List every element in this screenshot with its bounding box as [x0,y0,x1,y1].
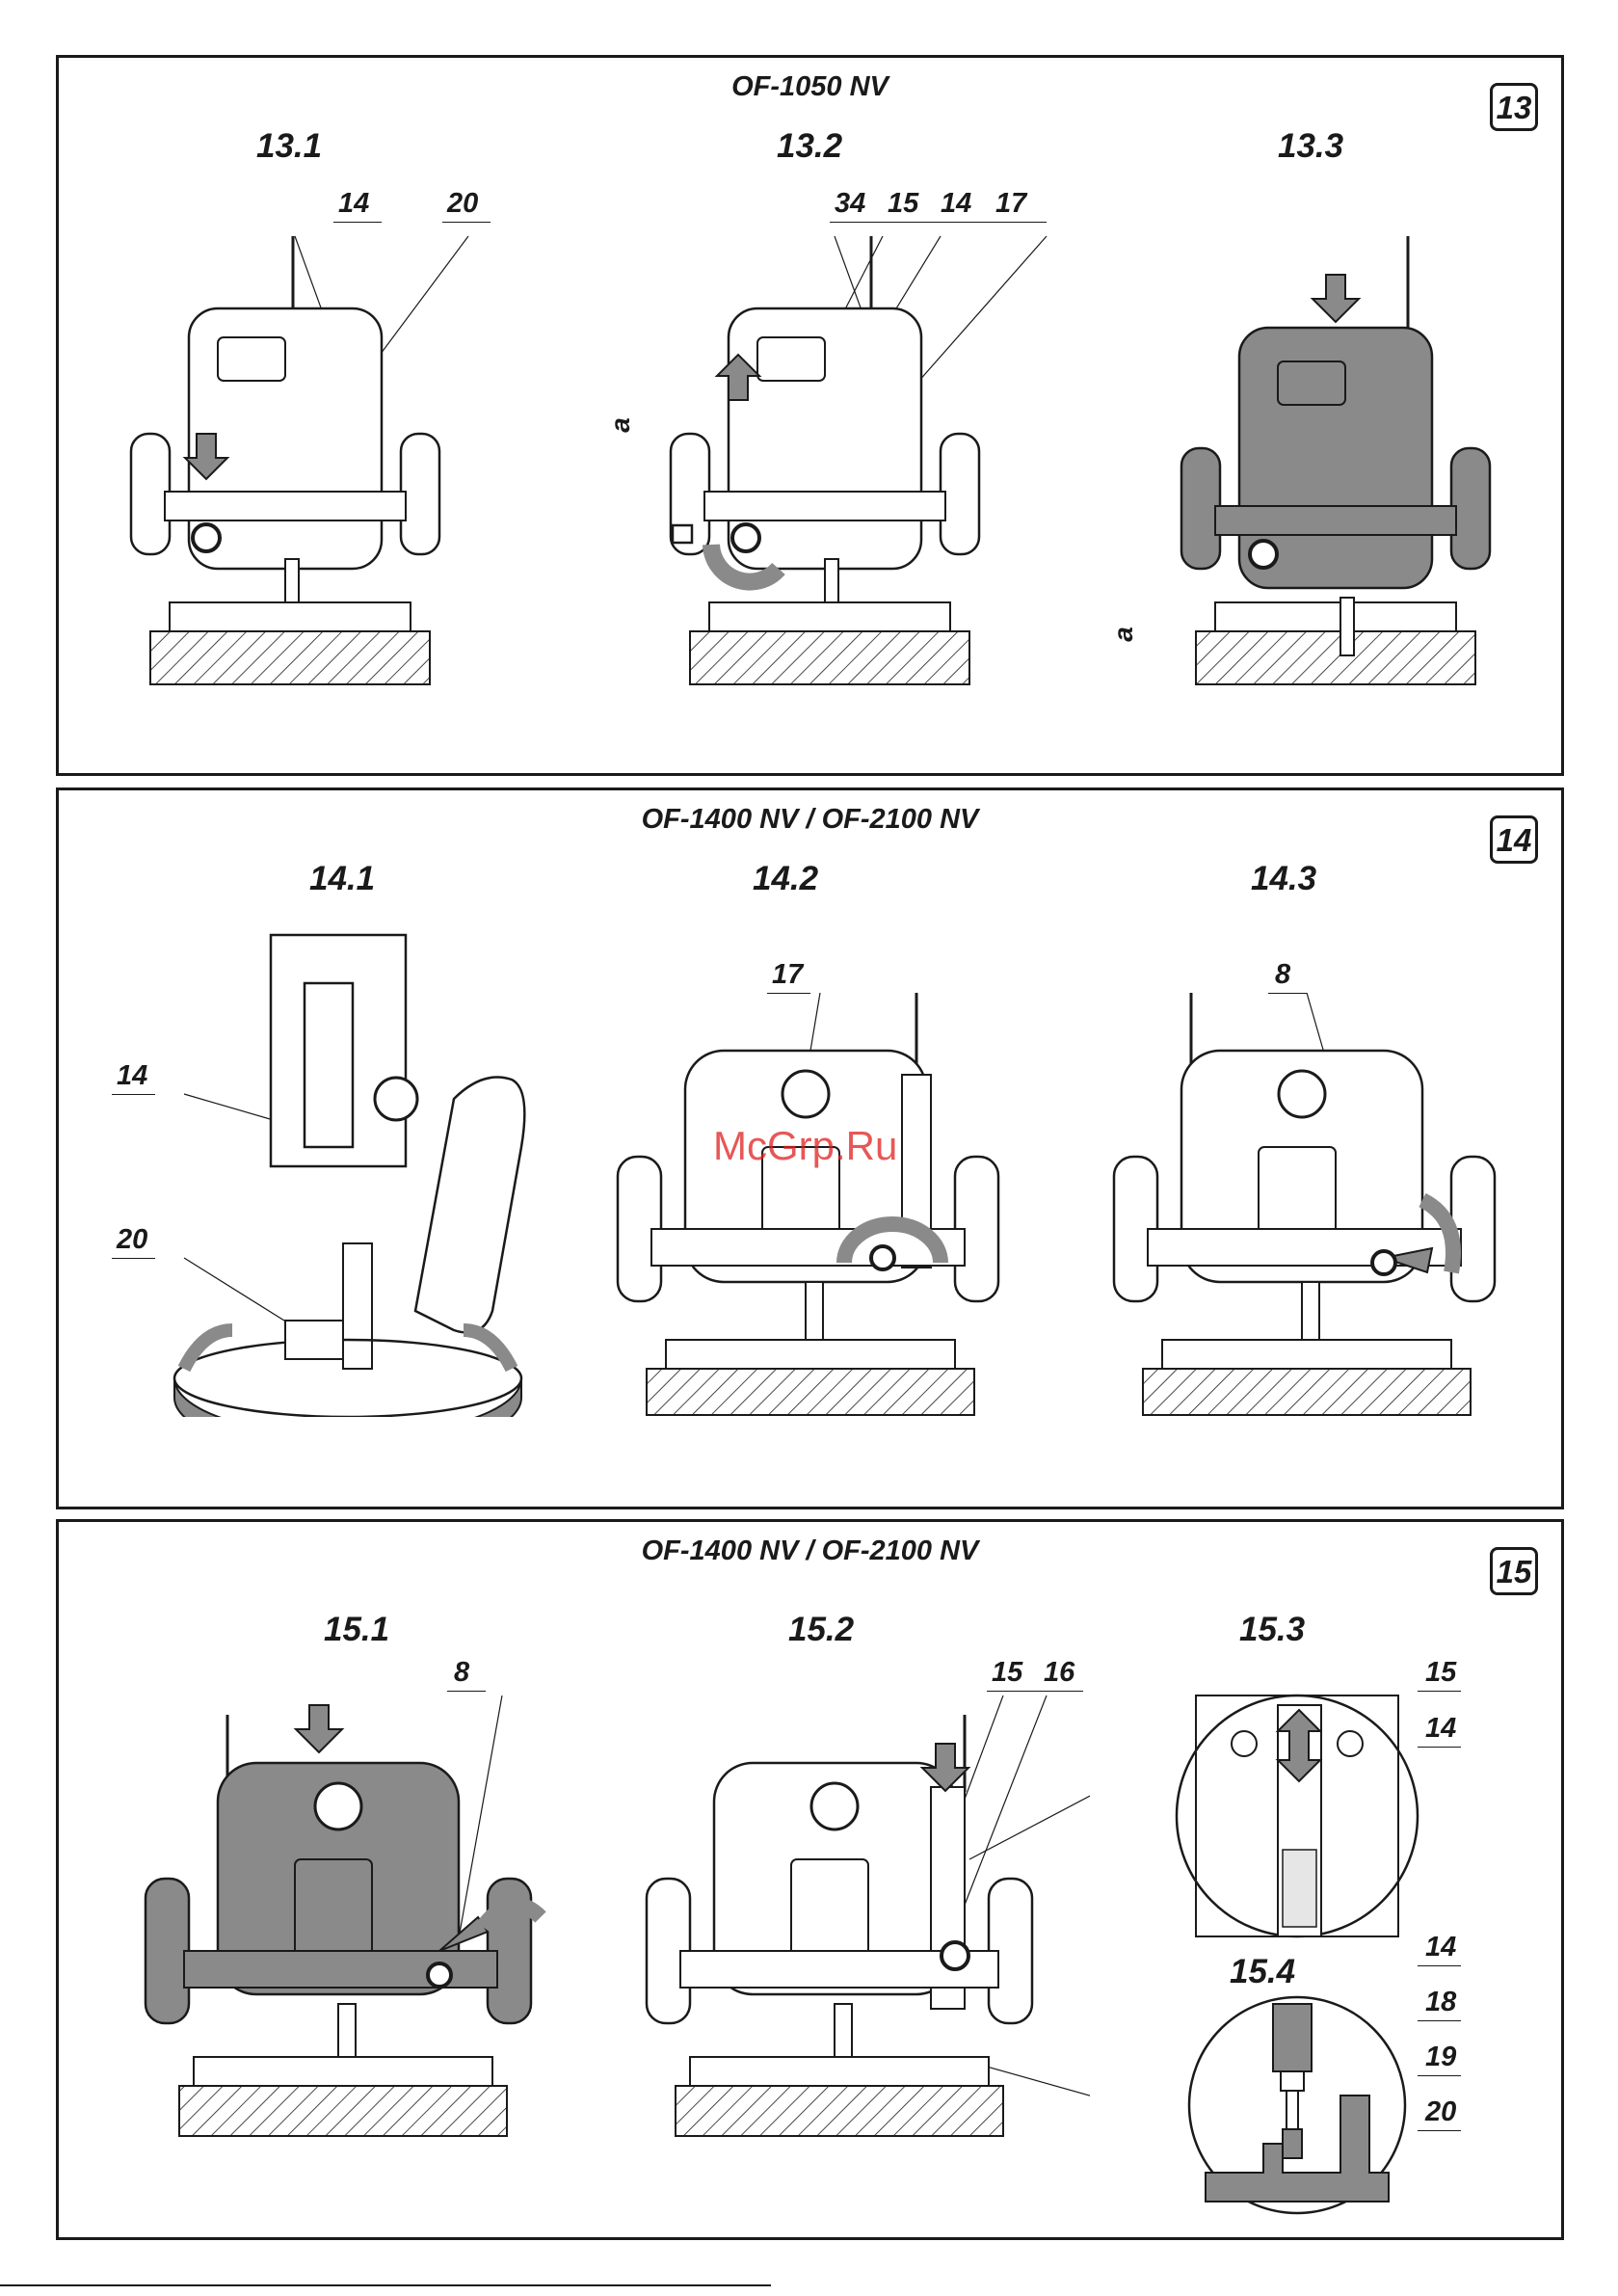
leader-line [333,222,382,223]
callout-20: 20 [117,1224,147,1256]
panel-15: OF-1400 NV / OF-2100 NV 15 15.1 15.2 15.… [56,1519,1564,2240]
zoom-detail-15-4 [1167,1994,1427,2216]
panel-title: OF-1050 NV [59,71,1561,103]
panel-number-badge: 14 [1490,815,1538,864]
watermark-text: McGrp.Ru [713,1123,897,1169]
figure-label-14-1: 14.1 [309,860,375,898]
figure-label-13-3: 13.3 [1278,127,1343,166]
callout-20: 20 [447,188,478,220]
router-illustration-13-3 [1153,231,1577,723]
callout-17: 17 [995,188,1026,220]
leader-line [830,222,1047,223]
callout-14: 14 [1425,1713,1456,1745]
panel-number-badge: 13 [1490,83,1538,131]
callout-14: 14 [117,1060,147,1092]
leader-line [447,1691,486,1692]
callout-8: 8 [1275,959,1290,991]
leader-line [1418,1965,1461,1966]
page-bottom-rule [0,2284,771,2286]
callout-15: 15 [1425,1657,1456,1689]
router-closeup-14-1 [146,906,560,1417]
panel-number-badge: 15 [1490,1547,1538,1595]
figure-label-15-4: 15.4 [1230,1953,1295,1991]
leader-line [987,1691,1083,1692]
callout-20: 20 [1425,2096,1456,2128]
callout-17: 17 [772,959,803,991]
figure-label-15-2: 15.2 [788,1611,854,1649]
leader-line [442,222,491,223]
figure-label-13-2: 13.2 [777,127,842,166]
dimension-a-label: a [605,417,636,433]
figure-label-15-1: 15.1 [324,1611,389,1649]
figure-label-14-2: 14.2 [753,860,818,898]
router-illustration-14-3 [1095,993,1538,1417]
callout-8: 8 [454,1657,469,1689]
figure-label-15-3: 15.3 [1239,1611,1305,1649]
dimension-a-label: a [1108,627,1139,642]
callout-16: 16 [1044,1657,1074,1689]
panel-title: OF-1400 NV / OF-2100 NV [59,1535,1561,1567]
zoom-detail-15-3 [1167,1686,1427,1946]
panel-13: OF-1050 NV 13 13.1 13.2 13.3 14 20 34 15… [56,55,1564,776]
callout-14: 14 [338,188,369,220]
callout-14: 14 [1425,1932,1456,1963]
figure-label-13-1: 13.1 [256,127,322,166]
callout-15: 15 [888,188,918,220]
figure-label-14-3: 14.3 [1251,860,1316,898]
router-illustration-15-2 [608,1695,1090,2149]
router-illustration-14-2 [598,993,1042,1417]
router-illustration-15-1 [117,1695,579,2149]
callout-18: 18 [1425,1987,1456,2018]
panel-title: OF-1400 NV / OF-2100 NV [59,804,1561,836]
callout-15: 15 [992,1657,1022,1689]
callout-19: 19 [1425,2042,1456,2073]
router-illustration-13-1 [112,231,536,723]
callout-34: 34 [835,188,865,220]
callout-14: 14 [941,188,971,220]
router-illustration-13-2 [651,231,1075,723]
